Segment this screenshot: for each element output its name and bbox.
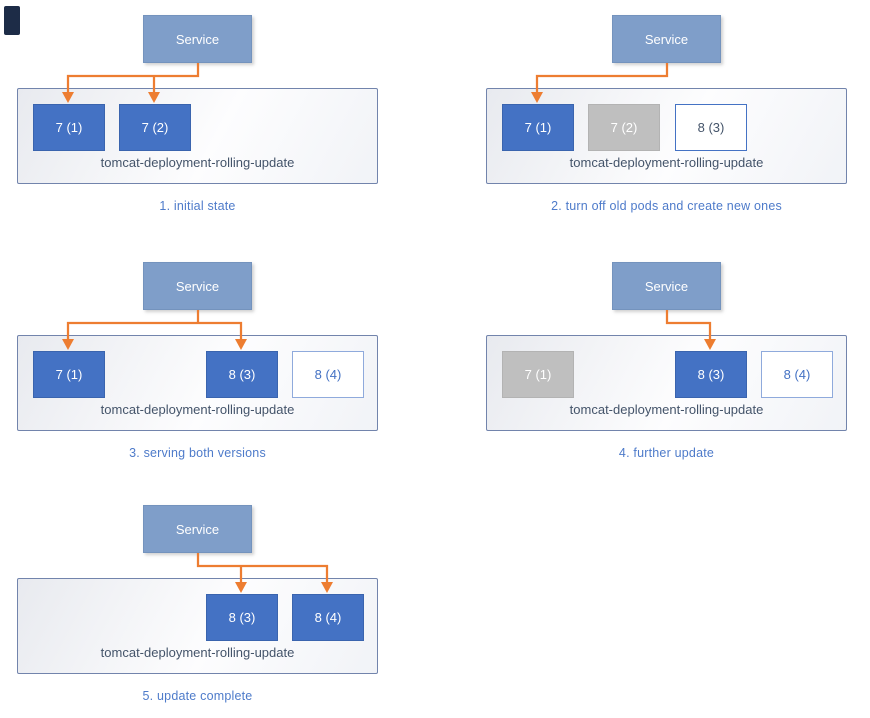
service-box: Service: [612, 262, 721, 310]
service-label: Service: [175, 31, 220, 47]
pod-8-3: 8 (3): [206, 351, 278, 398]
deployment-label: tomcat-deployment-rolling-update: [100, 645, 295, 660]
deployment-label: tomcat-deployment-rolling-update: [569, 155, 764, 170]
panel-caption: 2. turn off old pods and create new ones: [551, 199, 782, 213]
service-label: Service: [644, 31, 689, 47]
service-label: Service: [175, 521, 220, 537]
pod-label: 7 (1): [55, 367, 83, 382]
pod-label: 8 (4): [314, 610, 342, 625]
deployment-box: 7 (1) 7 (2) 8 (3) tomcat-deployment-roll…: [486, 88, 847, 184]
pod-8-4: 8 (4): [292, 594, 364, 641]
pod-label: 8 (4): [783, 367, 811, 382]
deployment-box: 8 (3) 8 (4) tomcat-deployment-rolling-up…: [17, 578, 378, 674]
pod-7-1: 7 (1): [33, 351, 105, 398]
pod-8-4-pending: 8 (4): [761, 351, 833, 398]
pod-7-2-terminated: 7 (2): [588, 104, 660, 151]
pod-7-1-terminated: 7 (1): [502, 351, 574, 398]
deployment-box: 7 (1) 8 (3) 8 (4) tomcat-deployment-roll…: [17, 335, 378, 431]
service-label: Service: [644, 278, 689, 294]
pod-7-2: 7 (2): [119, 104, 191, 151]
pod-7-1: 7 (1): [33, 104, 105, 151]
service-box: Service: [143, 505, 252, 553]
pod-8-3: 8 (3): [675, 351, 747, 398]
pod-8-3: 8 (3): [206, 594, 278, 641]
panel-initial-state: Service 7 (1) 7 (2) tomcat-deployment-ro…: [17, 15, 378, 215]
dark-corner-mark: [4, 6, 20, 35]
panel-update-complete: Service 8 (3) 8 (4) tomcat-deployment-ro…: [17, 505, 378, 705]
pod-label: 7 (1): [524, 120, 552, 135]
pod-8-3-pending: 8 (3): [675, 104, 747, 151]
pod-8-4-pending: 8 (4): [292, 351, 364, 398]
panel-caption: 3. serving both versions: [129, 446, 266, 460]
deployment-label: tomcat-deployment-rolling-update: [100, 155, 295, 170]
service-box: Service: [612, 15, 721, 63]
panel-turn-off-old-pods: Service 7 (1) 7 (2) 8 (3) tomcat-deploym…: [486, 15, 847, 215]
pod-label: 8 (3): [697, 120, 725, 135]
panel-serving-both-versions: Service 7 (1) 8 (3) 8 (4) tomcat-deploym…: [17, 262, 378, 462]
panel-further-update: Service 7 (1) 8 (3) 8 (4) tomcat-deploym…: [486, 262, 847, 462]
deployment-label: tomcat-deployment-rolling-update: [100, 402, 295, 417]
pod-label: 7 (2): [141, 120, 169, 135]
pod-label: 8 (3): [697, 367, 725, 382]
panel-caption: 5. update complete: [142, 689, 253, 703]
deployment-label: tomcat-deployment-rolling-update: [569, 402, 764, 417]
panel-caption: 1. initial state: [159, 199, 236, 213]
service-box: Service: [143, 15, 252, 63]
pod-label: 8 (4): [314, 367, 342, 382]
pod-label: 7 (1): [55, 120, 83, 135]
service-box: Service: [143, 262, 252, 310]
pod-7-1: 7 (1): [502, 104, 574, 151]
pod-label: 8 (3): [228, 610, 256, 625]
deployment-box: 7 (1) 7 (2) tomcat-deployment-rolling-up…: [17, 88, 378, 184]
service-label: Service: [175, 278, 220, 294]
panel-caption: 4. further update: [618, 446, 715, 460]
deployment-box: 7 (1) 8 (3) 8 (4) tomcat-deployment-roll…: [486, 335, 847, 431]
pod-label: 8 (3): [228, 367, 256, 382]
pod-label: 7 (1): [524, 367, 552, 382]
pod-label: 7 (2): [610, 120, 638, 135]
